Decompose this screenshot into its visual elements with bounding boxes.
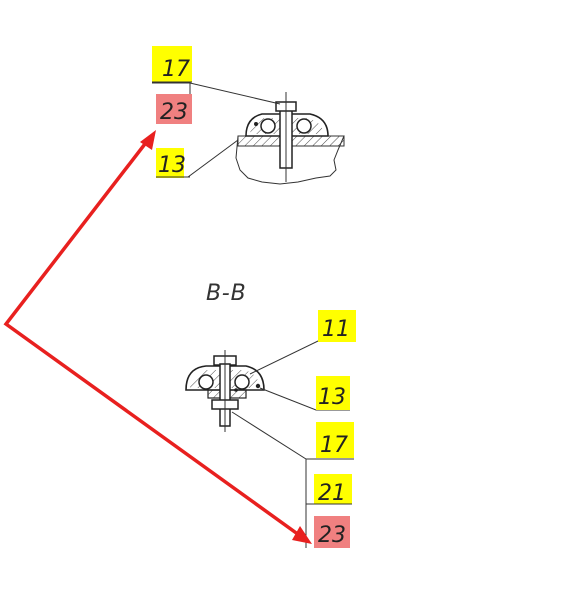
callout-17-top: 17 (152, 46, 192, 83)
red-arrow-path (3, 138, 308, 542)
svg-text:23: 23 (160, 100, 188, 125)
callout-13-bottom: 13 (316, 376, 350, 410)
svg-text:17: 17 (162, 57, 190, 82)
svg-text:11: 11 (322, 317, 350, 342)
top-view: 17 23 13 (152, 46, 345, 185)
red-arrowhead-bottom (292, 526, 312, 544)
red-arrow-icon (3, 130, 312, 544)
callout-23-top: 23 (156, 94, 192, 125)
bottom-tube-right (234, 374, 250, 390)
top-clamp (245, 113, 329, 137)
top-tube-left (260, 118, 276, 134)
bottom-clamp (185, 365, 265, 391)
svg-text:17: 17 (320, 433, 348, 458)
bottom-leader-11 (249, 340, 356, 375)
red-arrowhead-top (140, 130, 156, 150)
section-label: B-B (206, 281, 247, 306)
svg-text:13: 13 (158, 153, 186, 178)
callout-11-bottom: 11 (318, 310, 356, 342)
svg-text:23: 23 (318, 523, 346, 548)
callout-17-bottom: 17 (316, 422, 354, 458)
bottom-view: 11 13 17 21 23 (185, 310, 356, 548)
bottom-tube-left (198, 374, 214, 390)
callout-23-bottom: 23 (314, 516, 350, 548)
bottom-dot (255, 383, 261, 389)
top-tube-right (296, 118, 312, 134)
top-dot (254, 122, 258, 126)
top-base-outline (235, 135, 345, 185)
callout-13-top: 13 (156, 148, 190, 178)
bottom-dot-2 (234, 388, 238, 392)
callout-21-bottom: 21 (306, 474, 352, 506)
svg-text:13: 13 (318, 385, 346, 410)
svg-text:21: 21 (318, 481, 346, 506)
